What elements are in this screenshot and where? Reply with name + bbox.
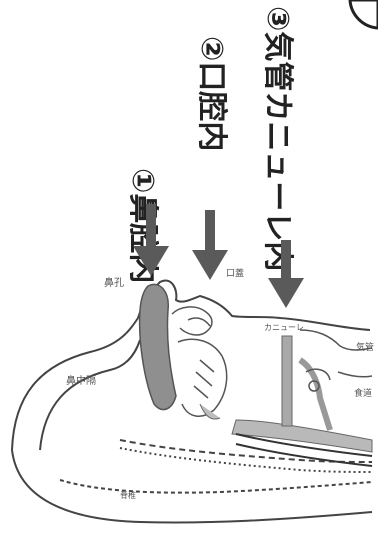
esophagus-label: 食道: [354, 387, 372, 399]
cannula-label: カニューレ: [264, 323, 304, 332]
nasal-cavity-label: 鼻中隔: [66, 374, 96, 387]
palate-label: 口蓋: [226, 267, 244, 279]
spine-label: 脊椎: [120, 490, 136, 500]
label-oral: ②口腔内: [194, 36, 229, 151]
label-tracheal: ③気管カニューレ内: [260, 6, 295, 271]
trachea-label: 気管: [356, 341, 374, 353]
nose-label: 鼻孔: [104, 276, 124, 289]
